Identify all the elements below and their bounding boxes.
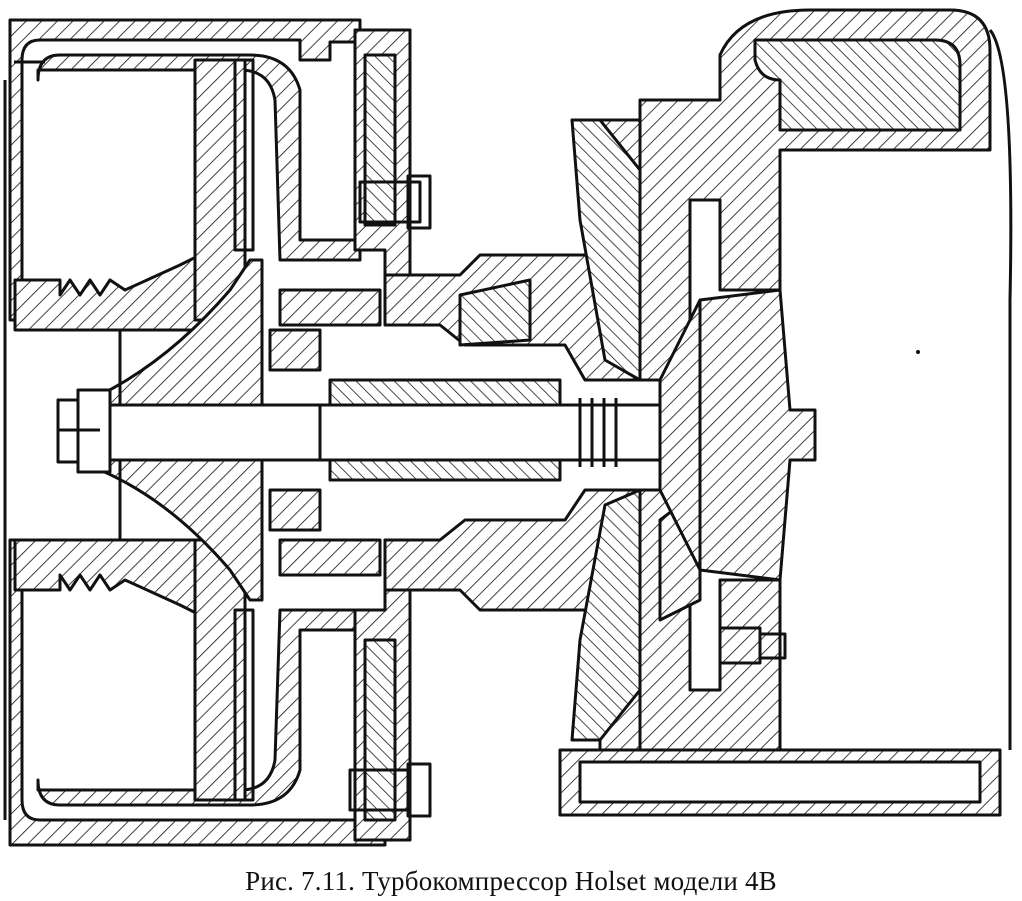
turbocharger-cross-section-drawing	[3, 8, 1013, 847]
compressor-back-plate	[348, 28, 462, 842]
compressor-lock-nut	[56, 388, 112, 474]
heat-shield	[570, 118, 642, 742]
drawing-dot	[916, 350, 920, 354]
turbine-wheel	[658, 288, 817, 582]
figure-caption: Рис. 7.11. Турбокомпрессор Holset модели…	[245, 866, 777, 896]
bearing-housing	[268, 118, 642, 752]
turbine-housing	[558, 8, 1013, 817]
compressor-housing	[3, 18, 387, 847]
turbine-shaft	[108, 398, 672, 467]
